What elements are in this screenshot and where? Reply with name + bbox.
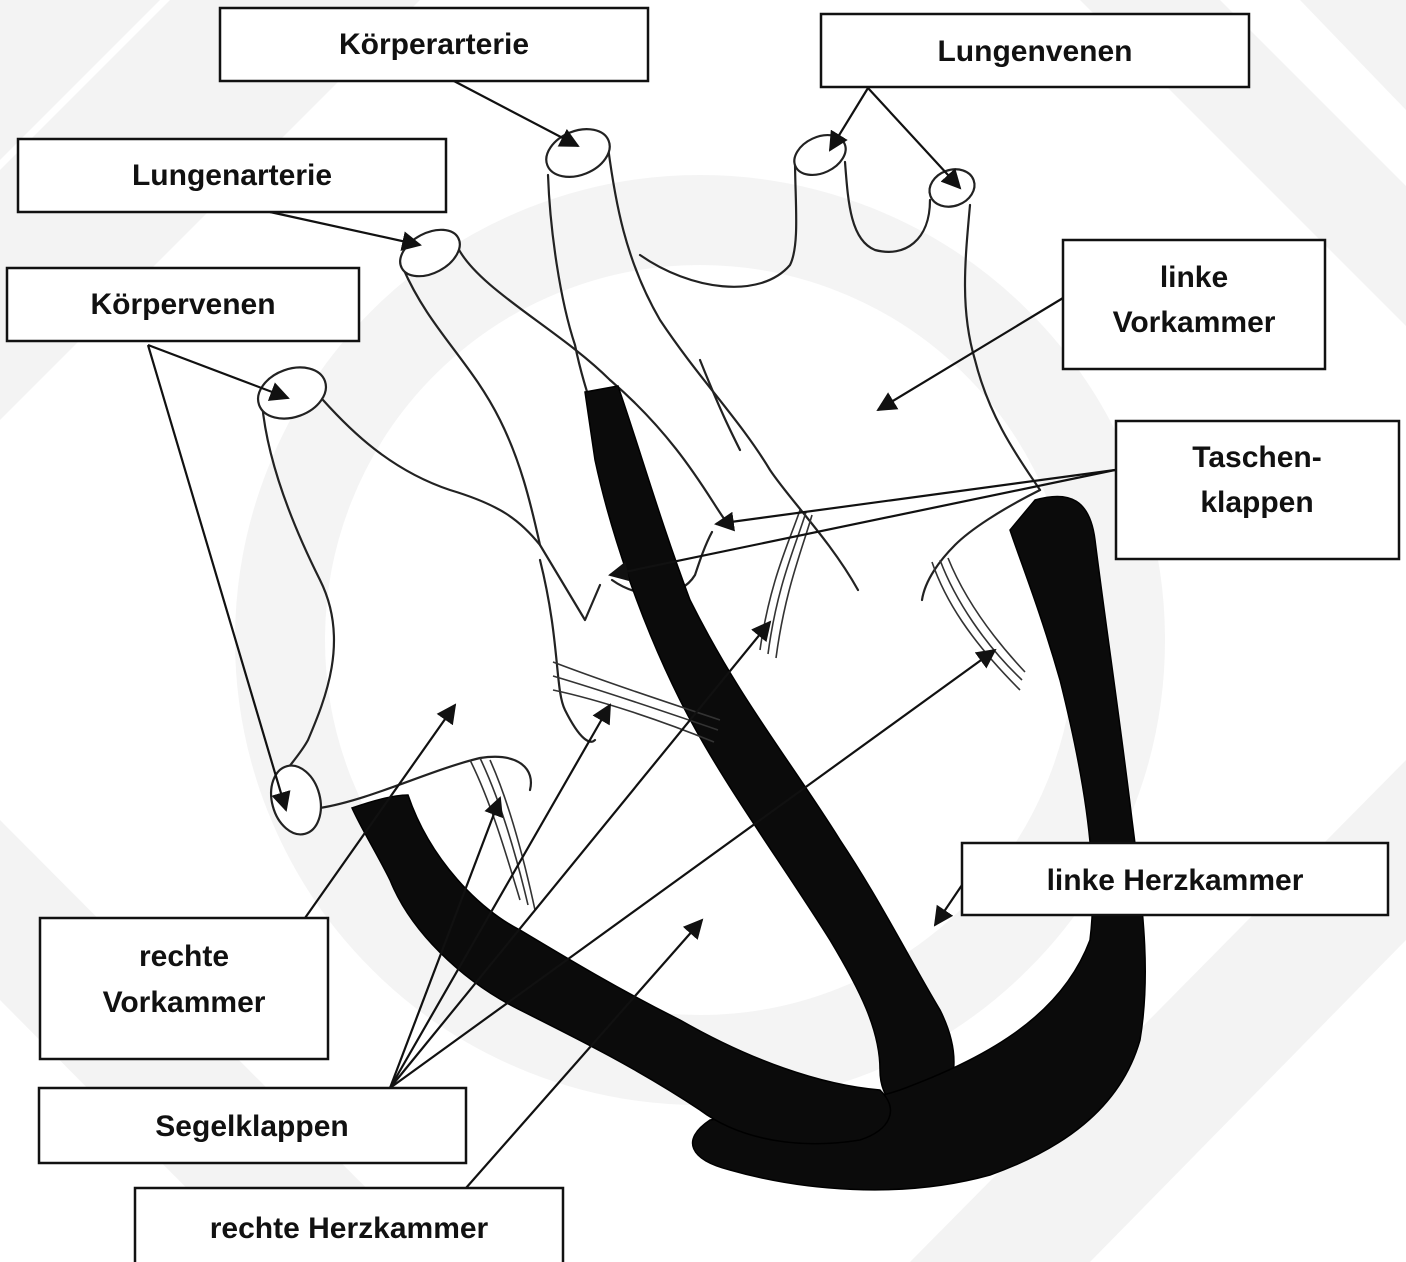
label-rechte-herzkammer: rechte Herzkammer <box>135 1188 563 1262</box>
label-koerperarterie: Körperarterie <box>220 8 648 81</box>
label-lungenarterie: Lungenarterie <box>18 139 446 212</box>
label-rechte-vorkammer-line1: rechte <box>139 940 229 973</box>
label-linke-herzkammer-text: linke Herzkammer <box>1047 864 1304 897</box>
label-koerperarterie-text: Körperarterie <box>339 28 529 61</box>
pointer-lungenvenen-1 <box>830 88 868 150</box>
label-rechte-vorkammer-line2: Vorkammer <box>103 986 266 1019</box>
label-linke-vorkammer: linke Vorkammer <box>1063 240 1325 369</box>
pointer-lungenarterie <box>270 212 420 245</box>
label-linke-vorkammer-line2: Vorkammer <box>1113 306 1276 339</box>
label-taschenklappen-line2: klappen <box>1200 486 1313 519</box>
pointer-koerperarterie <box>452 80 578 146</box>
lungenvene-right-opening <box>924 163 980 213</box>
label-rechte-herzkammer-text: rechte Herzkammer <box>210 1212 489 1245</box>
pointer-lungenvenen-2 <box>868 88 960 188</box>
label-segelklappen: Segelklappen <box>39 1088 466 1163</box>
right-atrium-middle <box>540 560 595 742</box>
aorta-inner <box>700 360 740 450</box>
label-lungenvenen: Lungenvenen <box>821 14 1249 87</box>
label-linke-herzkammer: linke Herzkammer <box>962 843 1388 915</box>
heart-drawing <box>251 120 1145 1190</box>
lungenvene-left-opening <box>788 127 852 182</box>
pointer-koerpervenen-1 <box>148 345 288 398</box>
label-taschenklappen: Taschen- klappen <box>1116 421 1399 559</box>
label-koerpervenen: Körpervenen <box>7 268 359 341</box>
label-taschenklappen-line1: Taschen- <box>1192 441 1321 474</box>
label-lungenvenen-text: Lungenvenen <box>937 35 1132 68</box>
label-koerpervenen-text: Körpervenen <box>90 288 275 321</box>
koerperarterie-opening <box>539 120 617 186</box>
label-segelklappen-text: Segelklappen <box>155 1110 348 1143</box>
label-rechte-vorkammer: rechte Vorkammer <box>40 918 328 1059</box>
label-lungenarterie-text: Lungenarterie <box>132 159 332 192</box>
label-linke-vorkammer-line1: linke <box>1160 261 1228 294</box>
